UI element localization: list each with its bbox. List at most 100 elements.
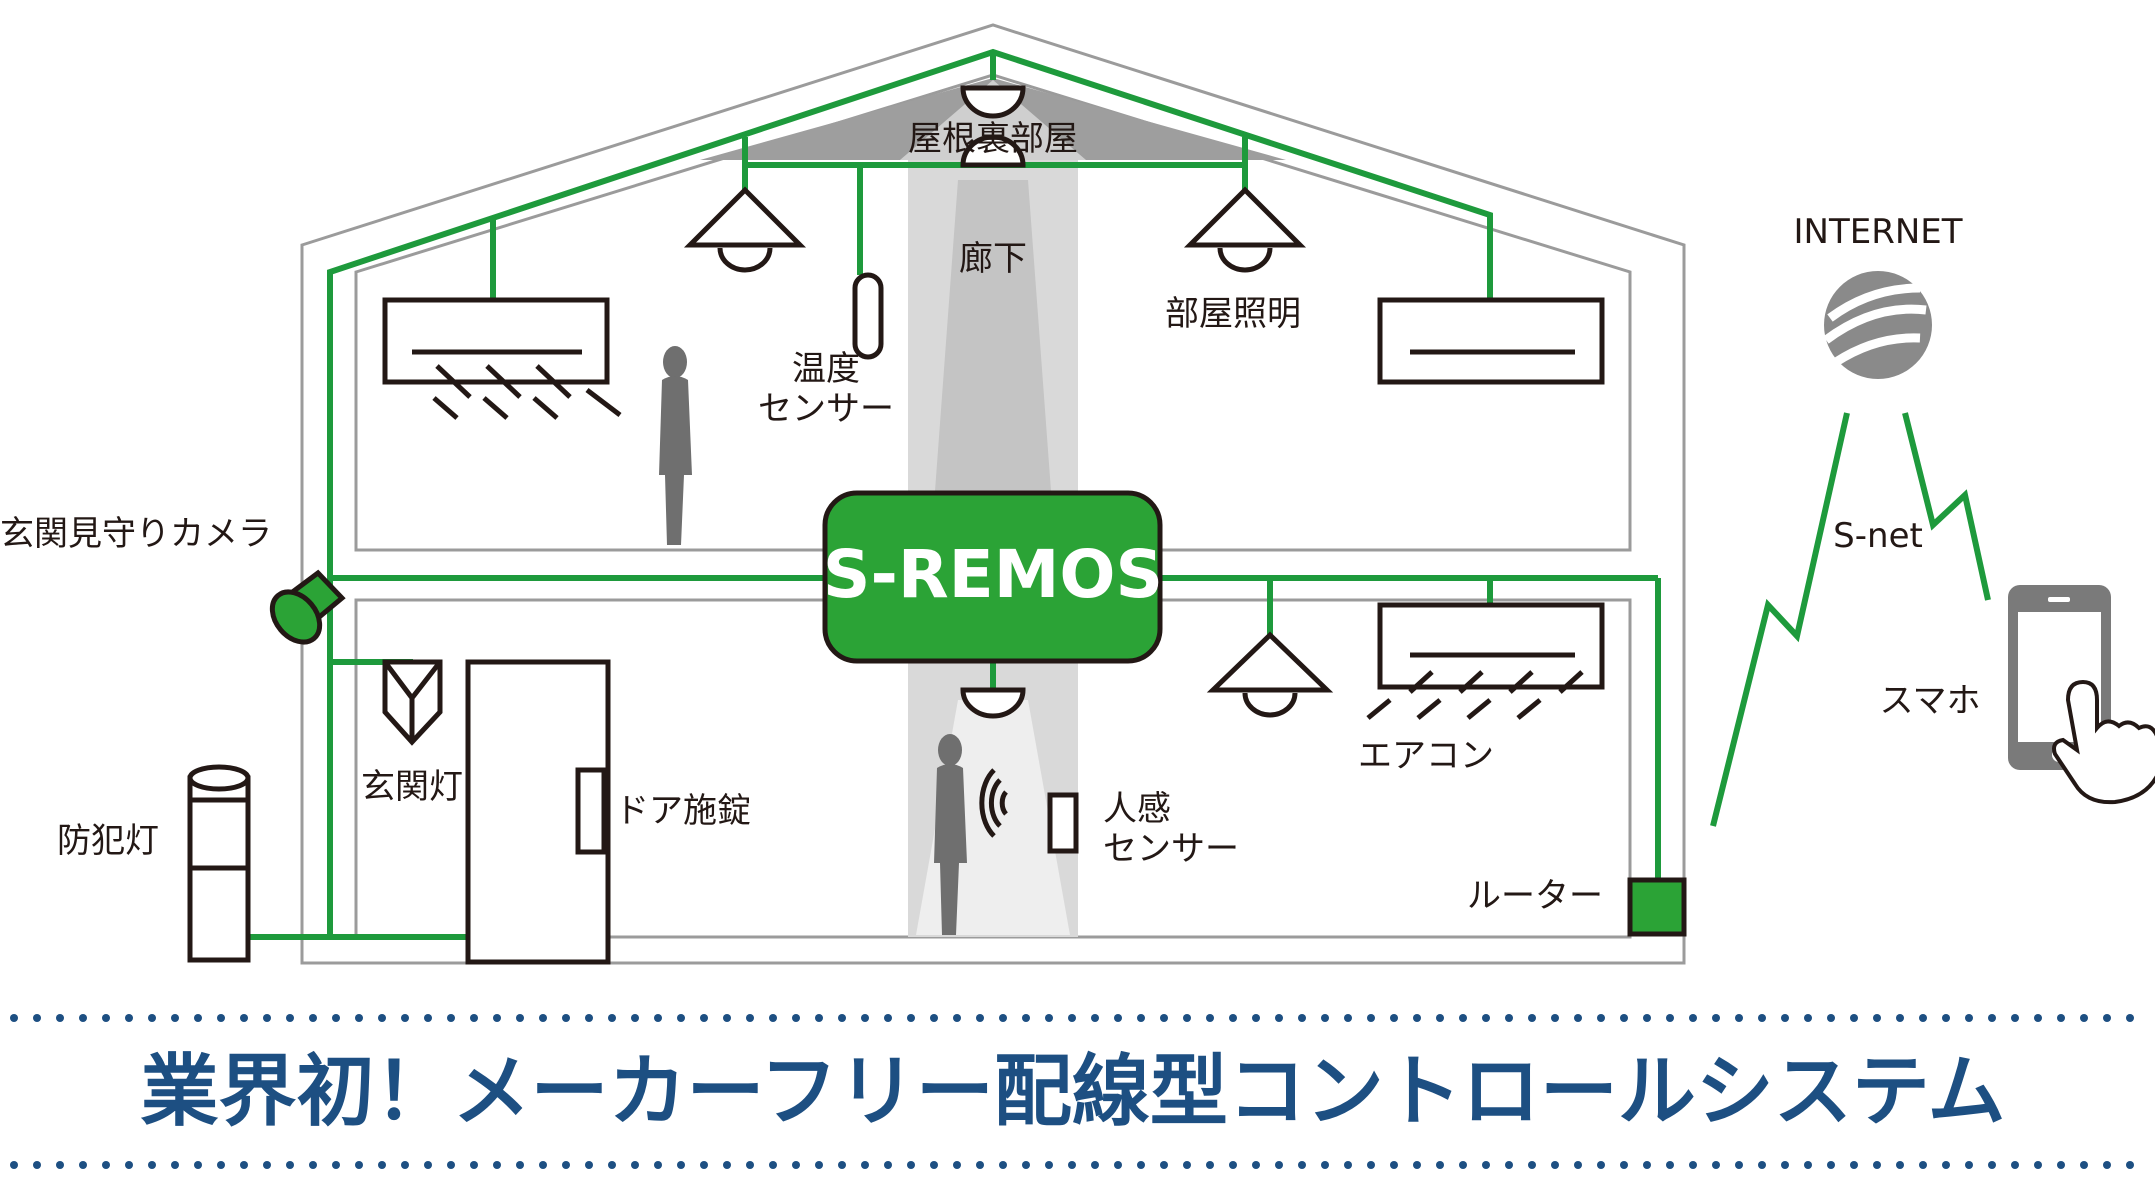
dot [1482,1161,1490,1169]
dot [1873,1014,1881,1022]
dot [1620,1014,1628,1022]
dot [56,1014,64,1022]
dot [2011,1161,2019,1169]
dot [631,1014,639,1022]
dot [700,1161,708,1169]
dot [286,1014,294,1022]
dot [861,1161,869,1169]
dot [516,1014,524,1022]
dot [792,1014,800,1022]
dotted-line-bottom [10,1161,2134,1169]
dot [217,1161,225,1169]
dot [838,1014,846,1022]
dot [1459,1161,1467,1169]
dot [1068,1161,1076,1169]
dot [447,1014,455,1022]
dot [1160,1014,1168,1022]
entrance-light-icon [382,659,443,746]
dot [1896,1161,1904,1169]
label-motion-sensor-1: 人感 [1103,789,1171,829]
dot [10,1014,18,1022]
dot [1804,1161,1812,1169]
dot [1942,1161,1950,1169]
security-light-icon [187,764,251,963]
dot [309,1161,317,1169]
dot [1206,1014,1214,1022]
label-motion-sensor-2: センサー [1103,829,1239,869]
dot [1850,1161,1858,1169]
dot [1436,1161,1444,1169]
dot [470,1014,478,1022]
dot [1321,1161,1329,1169]
dot [1666,1161,1674,1169]
dot [1321,1014,1329,1022]
dot [1988,1161,1996,1169]
dot [401,1161,409,1169]
dot [401,1014,409,1022]
dot [102,1161,110,1169]
label-hallway: 廊下 [959,239,1027,279]
dot [1735,1161,1743,1169]
label-aircon: エアコン [1358,736,1494,776]
dot [516,1161,524,1169]
label-door-lock: ドア施錠 [615,791,751,831]
dot [79,1014,87,1022]
dot [2034,1161,2042,1169]
label-security-light: 防犯灯 [57,821,159,861]
dot [2080,1161,2088,1169]
dot [1183,1161,1191,1169]
dot [1597,1014,1605,1022]
dot [562,1014,570,1022]
dot [1045,1014,1053,1022]
dot [1344,1161,1352,1169]
dot [1459,1014,1467,1022]
ceiling-light-lower-center-icon [960,687,1026,719]
dot [56,1161,64,1169]
dot [723,1161,731,1169]
dot [194,1161,202,1169]
hand-pointer-icon [2052,679,2155,805]
dot [33,1161,41,1169]
dot [2057,1161,2065,1169]
label-smartphone: スマホ [1880,681,1981,721]
wireless-link [1710,412,1991,827]
dot [217,1014,225,1022]
dot [953,1161,961,1169]
dot [953,1014,961,1022]
motion-sensor-icon [1047,792,1079,854]
dot [1275,1014,1283,1022]
dot [1505,1014,1513,1022]
dot [2034,1014,2042,1022]
dot [1643,1014,1651,1022]
dot [1390,1014,1398,1022]
camera-icon [269,569,346,645]
dot [2103,1161,2111,1169]
dot [585,1014,593,1022]
dot [677,1161,685,1169]
dot [493,1161,501,1169]
dot [1114,1161,1122,1169]
dot [884,1014,892,1022]
banner-title: 業界初！メーカーフリー配線型コントロールシステム [141,1047,2006,1137]
dot [2103,1014,2111,1022]
dot [562,1161,570,1169]
dot [1827,1014,1835,1022]
dot [1988,1014,1996,1022]
dot [1367,1161,1375,1169]
dot [1229,1014,1237,1022]
ceiling-light-upper-left-icon [683,186,807,273]
dot [1666,1014,1674,1022]
dot [1413,1161,1421,1169]
dot [907,1014,915,1022]
dot [1942,1014,1950,1022]
dot [332,1014,340,1022]
dot [309,1014,317,1022]
dot [1551,1014,1559,1022]
dot [999,1014,1007,1022]
dot [1390,1161,1398,1169]
dot [608,1161,616,1169]
aircon-upper-left-icon [382,297,622,420]
dot [355,1014,363,1022]
dot [1551,1161,1559,1169]
dot [1574,1014,1582,1022]
